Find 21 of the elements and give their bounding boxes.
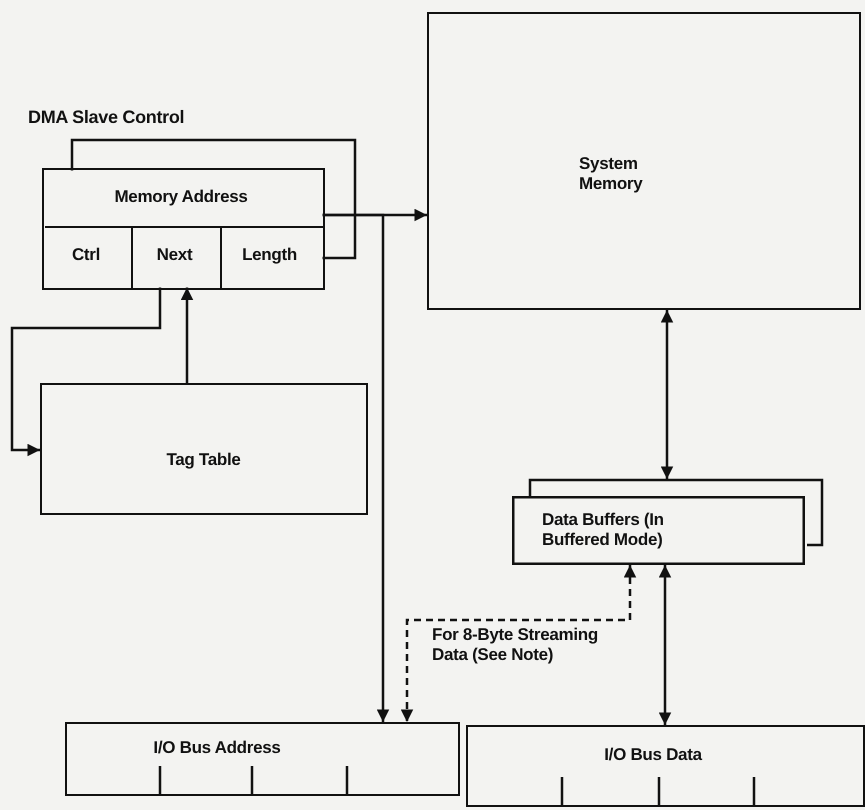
field-label: Length (241, 244, 298, 266)
arrow (322, 214, 390, 722)
arrow (658, 565, 672, 725)
memory-box (427, 12, 861, 310)
field-label: Next (156, 244, 194, 266)
field-label: I/O Bus Address (152, 737, 282, 760)
bus-register (65, 722, 460, 796)
bus-register (466, 725, 865, 807)
connector-line (70, 138, 356, 260)
arrow (180, 288, 194, 383)
field-label: Data Buffers (In Buffered Mode) (542, 509, 665, 551)
field-label: Tag Table (165, 449, 242, 472)
field-label: I/O Bus Data (603, 744, 704, 766)
field-label: Ctrl (70, 244, 102, 266)
arrow (400, 565, 636, 722)
register-heading: DMA Slave Control (28, 106, 186, 129)
table-box (40, 383, 368, 515)
field-label: Memory Address (113, 186, 249, 208)
field-label: System Memory (579, 153, 644, 195)
arrow (660, 310, 674, 479)
arrow (10, 288, 162, 456)
